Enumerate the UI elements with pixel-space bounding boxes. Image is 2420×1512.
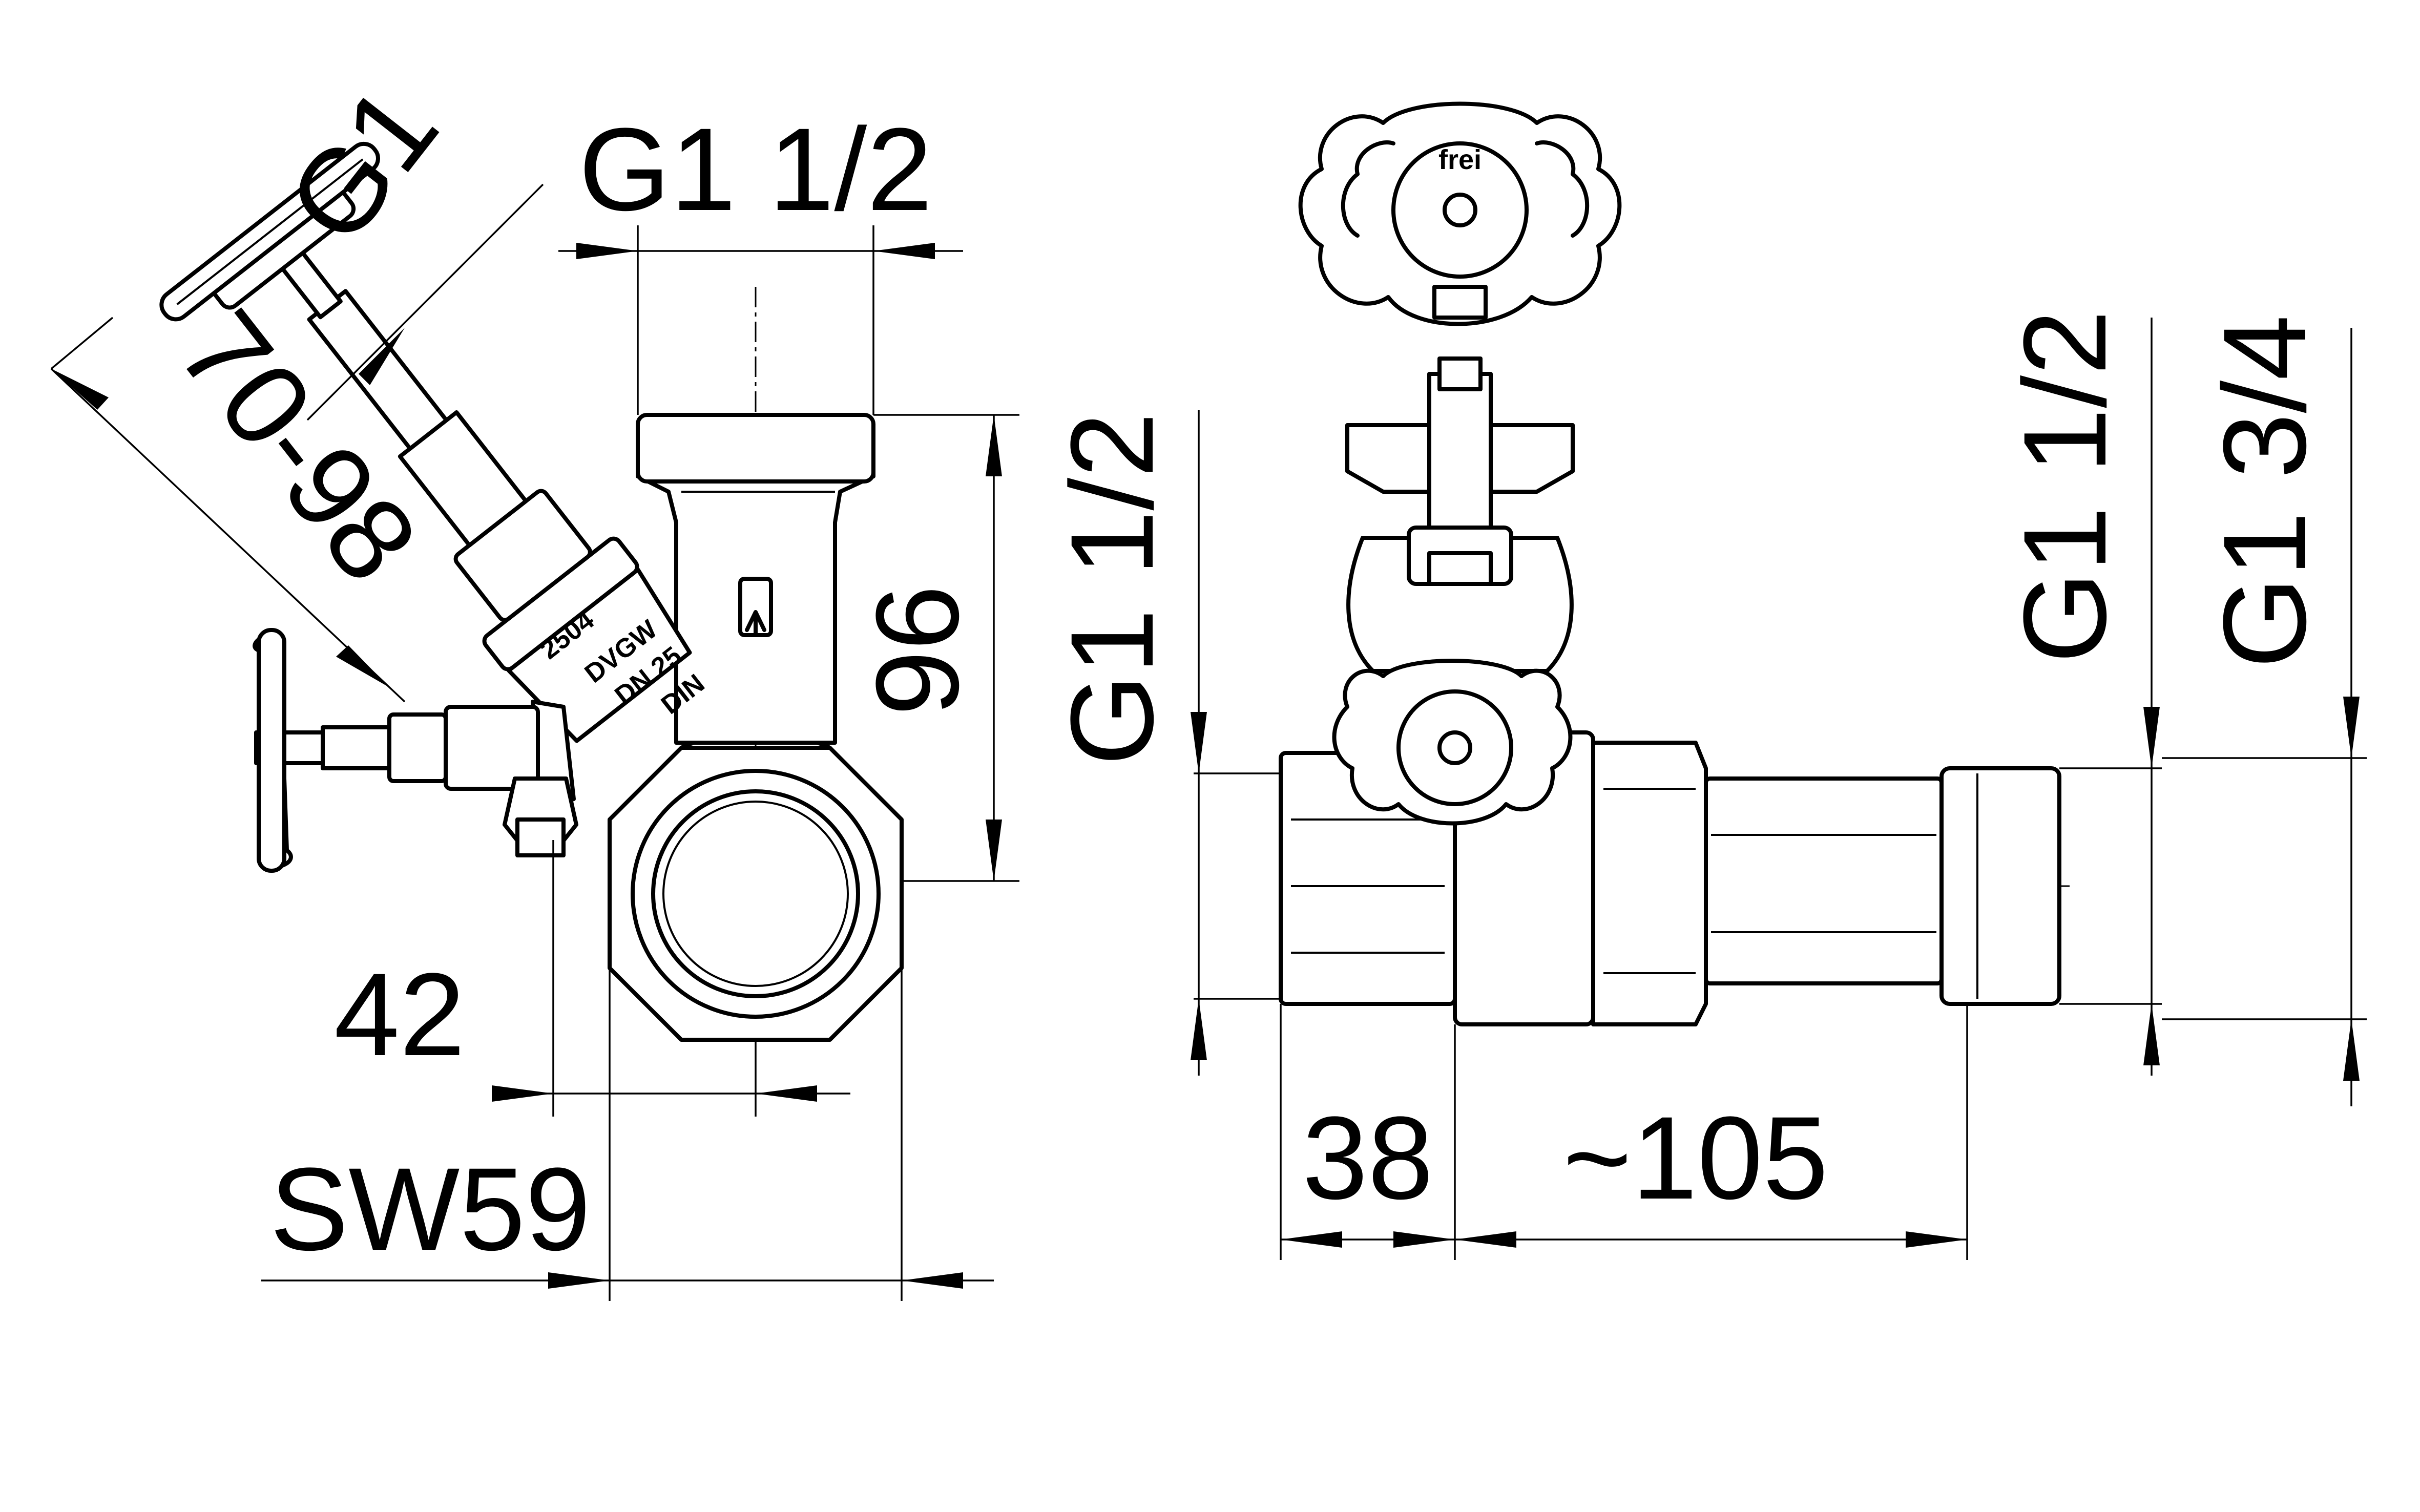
dim-total-length: ~105 [1455,1004,1968,1260]
top-handwheel-text: frei [1438,144,1482,175]
front-view: frei [1046,101,2367,1260]
dim-label-top-thread: G1 1/2 [579,103,932,235]
dim-label-drain-offset: 42 [334,949,465,1080]
top-handwheel: frei [1298,101,1622,326]
dim-inlet-thread: G1 1/2 [1046,410,1281,1076]
dim-top-thread: G1 1/2 [558,103,963,415]
body-nut [608,734,904,1042]
dim-outlet-thread-inner: G1 1/2 [1999,310,2162,1076]
dim-drain-offset: 42 [334,840,850,1117]
side-view: 2504 DVGW DN 25 DIN G1 1/2 [50,62,1019,1301]
riser [636,413,875,745]
dim-wrench-size: SW59 [261,968,994,1301]
dim-label-outlet-thread-outer: G1 3/4 [2199,315,2330,668]
dim-label-inlet-length: 38 [1302,1092,1433,1224]
main-body [1279,730,2061,1026]
angled-valve-top [159,141,692,743]
dim-height: 96 [851,414,1019,882]
dim-label-wrench-size: SW59 [270,1143,591,1275]
dim-outlet-thread-outer: G1 3/4 [2162,315,2367,1106]
flow-arrow-icon [745,610,766,637]
drain-valve [253,628,578,873]
dim-inlet-length: 38 [1280,1004,1456,1260]
dim-label-total-length: ~105 [1563,1092,1828,1224]
dim-label-height: 96 [851,585,983,716]
top-bonnet [1345,356,1575,673]
dim-label-inlet-thread: G1 1/2 [1046,412,1178,766]
front-handwheel [1332,659,1573,826]
dim-label-outlet-thread-inner: G1 1/2 [1999,310,2131,663]
